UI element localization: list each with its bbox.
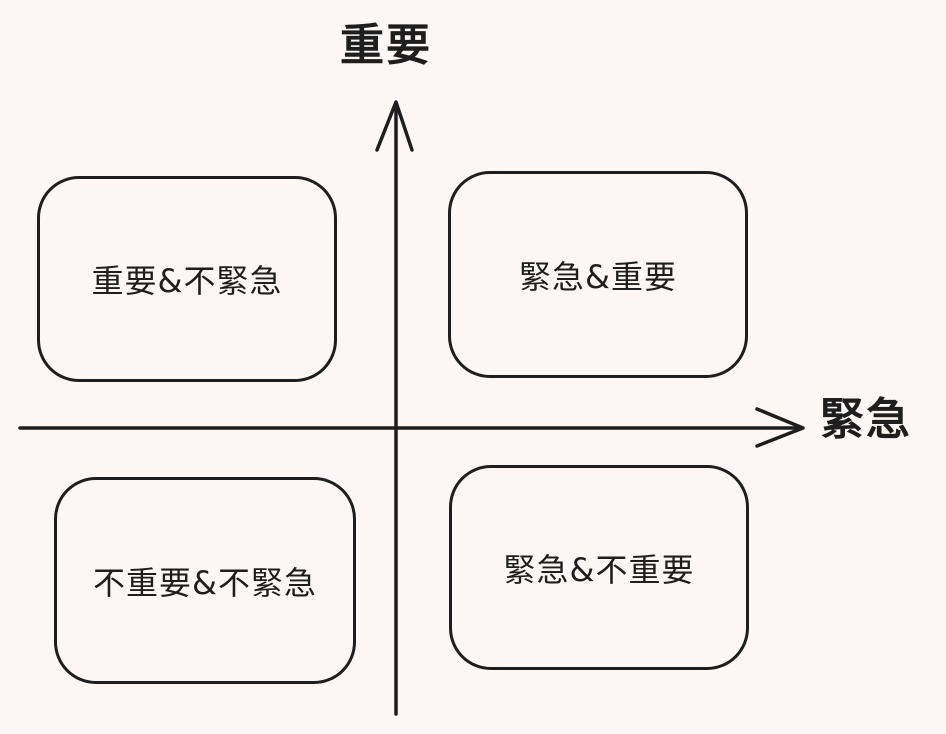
quadrant-label: 緊急&不重要 [503, 550, 695, 589]
y-axis-label: 重要 [340, 20, 432, 71]
quadrant-label: 重要&不緊急 [91, 262, 283, 300]
quadrant-important-not-urgent: 重要&不緊急 [37, 176, 337, 382]
x-axis-label: 緊急 [820, 394, 912, 445]
quadrant-not-important-not-urgent: 不重要&不緊急 [54, 477, 356, 684]
horizontal-axis-arrowhead [755, 407, 805, 448]
vertical-axis-arrowhead [375, 100, 414, 152]
quadrant-label: 不重要&不緊急 [93, 563, 317, 602]
quadrant-label: 緊急&重要 [519, 257, 677, 296]
quadrant-urgent-important: 緊急&重要 [448, 171, 748, 378]
quadrant-urgent-not-important: 緊急&不重要 [449, 465, 749, 670]
